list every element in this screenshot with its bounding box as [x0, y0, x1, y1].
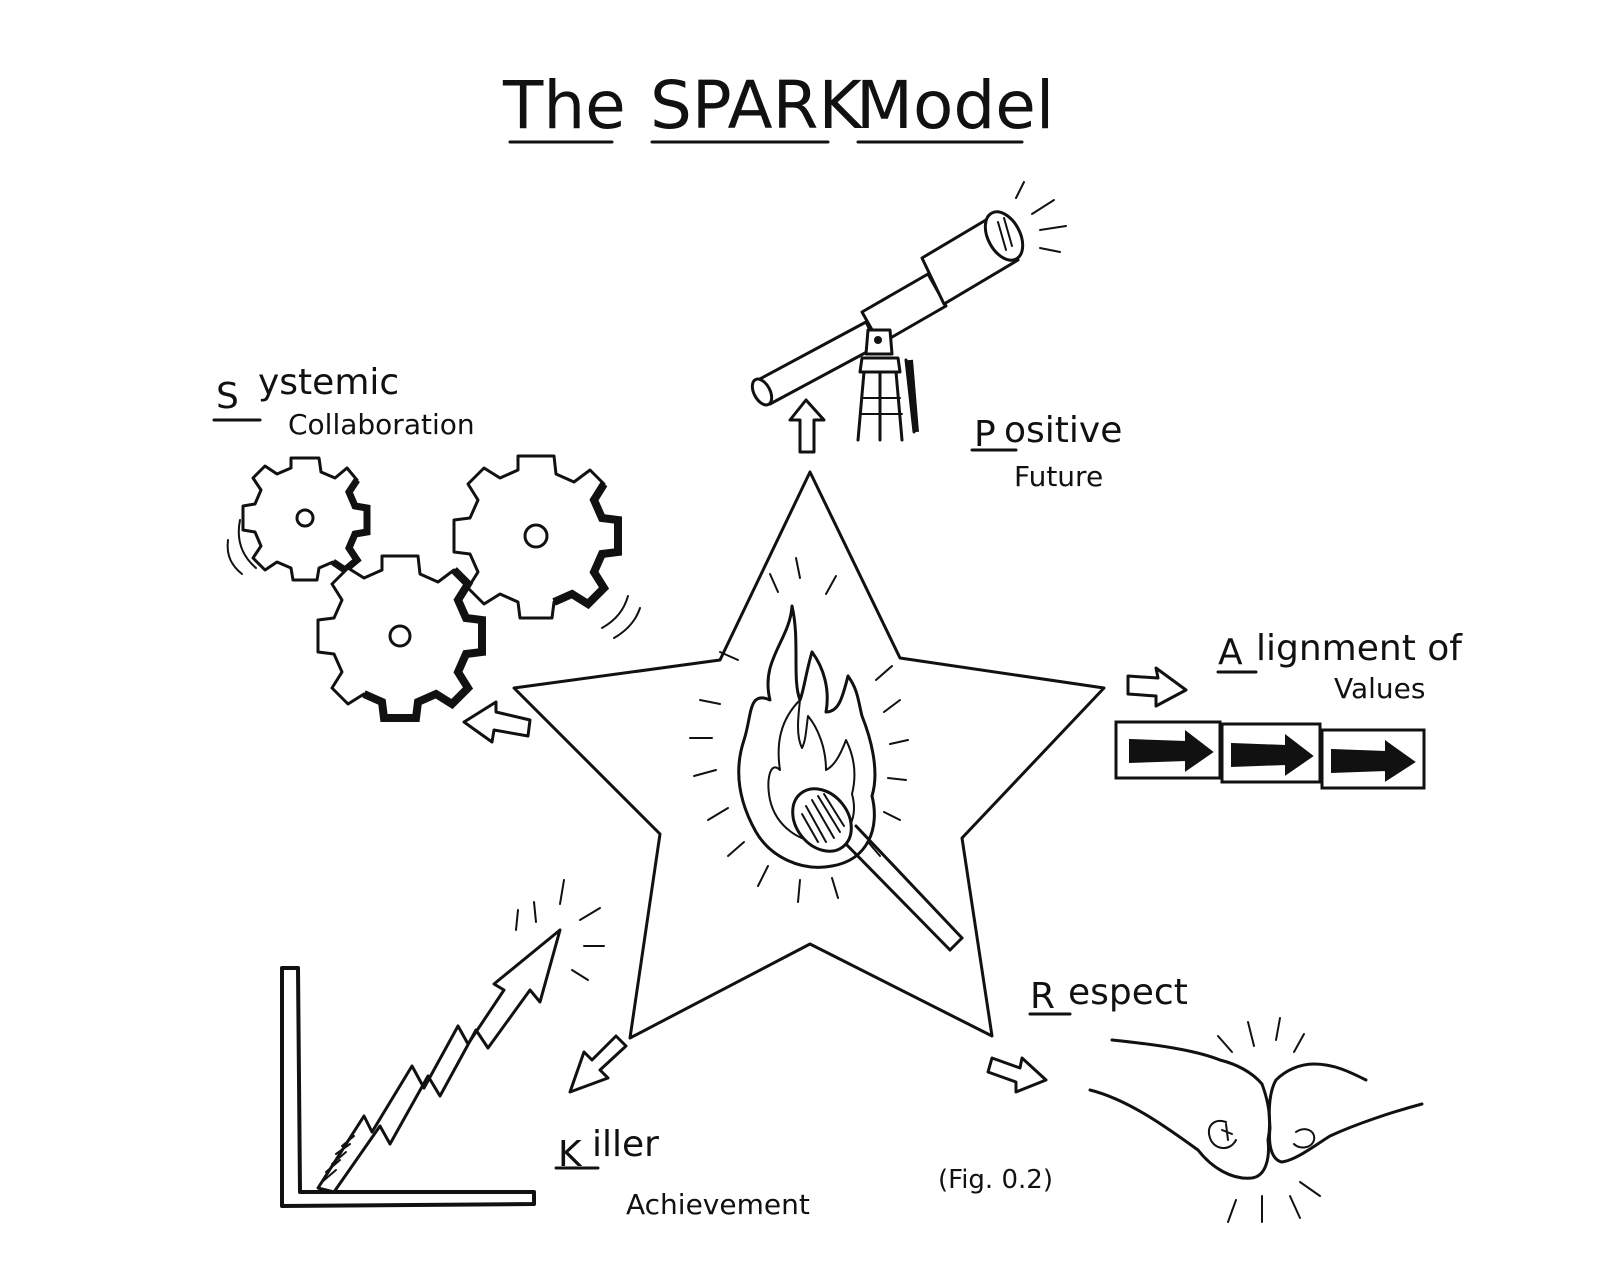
telescope-icon — [750, 181, 1067, 442]
flame-icon — [737, 604, 877, 869]
killer-label: iller — [592, 1124, 659, 1165]
fist-bump-icon — [1088, 1017, 1424, 1223]
values-label: Values — [1334, 672, 1425, 705]
diagram-title: The SPARK Model — [502, 67, 1054, 144]
section-respect: R espect — [986, 972, 1424, 1223]
rising-chart-icon — [280, 879, 605, 1208]
arrow-to-alignment-icon — [1126, 666, 1188, 708]
glow-rays-icon — [689, 557, 909, 903]
alignment-label: lignment of — [1256, 628, 1463, 669]
future-label: Future — [1014, 460, 1103, 493]
respect-initial: R — [1030, 976, 1055, 1017]
section-systemic-collaboration: S ystemic Collaboration — [212, 362, 641, 744]
motion-lines-icon — [226, 519, 641, 639]
section-killer-achievement: K iller Achievement — [280, 879, 810, 1221]
title-word-the: The — [502, 67, 626, 144]
alignment-initial: A — [1218, 632, 1243, 673]
systemic-initial: S — [216, 376, 239, 417]
respect-label: espect — [1068, 972, 1188, 1013]
arrow-to-killer-icon — [568, 1034, 628, 1094]
aligned-arrows-icon — [1114, 720, 1426, 790]
gears-icon — [226, 454, 641, 722]
positive-label: ositive — [1004, 410, 1122, 451]
arrow-to-systemic-icon — [462, 700, 532, 744]
systemic-label: ystemic — [258, 362, 399, 403]
section-positive-future: P ositive Future — [750, 181, 1122, 493]
gear-large-icon — [452, 454, 622, 620]
gear-bottom-icon — [316, 554, 486, 722]
star-outline-icon — [512, 470, 1106, 1040]
arrow-to-positive-icon — [788, 398, 826, 454]
collaboration-label: Collaboration — [288, 408, 475, 441]
achievement-label: Achievement — [626, 1188, 810, 1221]
title-word-model: Model — [856, 67, 1054, 144]
center-star — [512, 470, 1106, 1040]
gear-small-icon — [241, 456, 371, 582]
figure-caption: (Fig. 0.2) — [938, 1165, 1053, 1195]
section-alignment-of-values: A lignment of Values — [1114, 628, 1463, 790]
positive-initial: P — [974, 414, 996, 455]
match-icon — [791, 787, 964, 952]
title-word-spark: SPARK — [650, 67, 863, 144]
arrow-to-respect-icon — [986, 1056, 1048, 1094]
